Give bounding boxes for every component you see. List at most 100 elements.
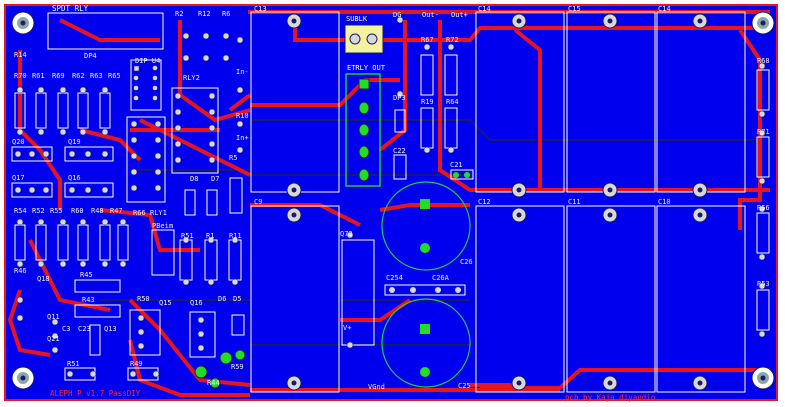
board-title: ALEPH P v1.7 PassDIY — [50, 389, 141, 398]
label-out-plus: Out+ — [451, 11, 468, 19]
label-r56: R56 — [757, 204, 770, 212]
label-r72: R72 — [446, 36, 459, 44]
c26-pad-minus — [420, 243, 430, 253]
label-r11: R11 — [229, 232, 242, 240]
label-r48: R48 — [91, 207, 104, 215]
label-c25: C25 — [458, 382, 471, 390]
c25-pad-plus — [420, 324, 430, 334]
label-r53: R53 — [757, 280, 770, 288]
small-pads — [14, 16, 766, 378]
etrly-pins — [358, 78, 370, 182]
label-r59: R59 — [231, 363, 244, 371]
label-q21: Q21 — [47, 335, 60, 343]
label-c26: C26 — [460, 258, 473, 266]
label-r12: R12 — [198, 10, 211, 18]
c25-outline — [381, 298, 471, 388]
label-out-minus: Out- — [422, 11, 439, 19]
cap-pads — [286, 13, 708, 391]
label-q15: Q15 — [159, 299, 172, 307]
label-q13: Q13 — [104, 325, 117, 333]
label-c23: C23 — [78, 325, 91, 333]
label-r2: R2 — [175, 10, 183, 18]
label-vplus: V+ — [343, 324, 351, 332]
label-q19: Q19 — [68, 138, 81, 146]
label-c11: C11 — [568, 198, 581, 206]
label-q73: Q73 — [340, 230, 353, 238]
label-d6: D6 — [218, 295, 226, 303]
label-r52: R52 — [32, 207, 45, 215]
label-r14: R14 — [14, 51, 27, 59]
label-r55: R55 — [50, 207, 63, 215]
label-r43: R43 — [82, 296, 95, 304]
label-d5: D5 — [233, 295, 241, 303]
label-r47: R47 — [110, 207, 123, 215]
label-d7: D7 — [211, 175, 219, 183]
label-r61: R61 — [32, 72, 45, 80]
label-in-plus: In+ — [236, 134, 249, 142]
label-dip-u4: DIP U4 — [135, 57, 160, 65]
label-r6: R6 — [222, 10, 230, 18]
sublk-pin — [349, 33, 361, 45]
label-r65: R65 — [108, 72, 121, 80]
c26-pad-plus — [420, 199, 430, 209]
label-d8: D8 — [190, 175, 198, 183]
label-c9: C9 — [254, 198, 262, 206]
label-etrly-out: ETRLY OUT — [347, 64, 386, 72]
label-rly1: RLY1 — [150, 209, 167, 217]
label-q16a: Q16 — [68, 174, 81, 182]
label-dp4: DP4 — [84, 52, 97, 60]
label-rly2: RLY2 — [183, 74, 200, 82]
label-r51b: R51 — [67, 360, 80, 368]
sublk-pin — [366, 33, 378, 45]
label-c10: C10 — [658, 198, 671, 206]
label-r49: R49 — [130, 360, 143, 368]
label-c14a: C14 — [478, 5, 491, 13]
label-r60: R60 — [71, 207, 84, 215]
q73-outline — [341, 239, 375, 346]
label-dp3: DP3 — [393, 94, 406, 102]
label-r50: R50 — [137, 295, 150, 303]
mounting-holes — [11, 11, 775, 390]
label-r54: R54 — [14, 207, 27, 215]
label-spdt-rly: SPDT RLY — [52, 4, 89, 13]
label-c21: C21 — [450, 161, 463, 169]
c254-c26a-outline — [384, 284, 466, 296]
bottom-traces — [100, 119, 760, 346]
spdt-relay-outline — [47, 12, 164, 50]
label-r44: R44 — [207, 379, 220, 387]
label-r19: R19 — [421, 98, 434, 106]
label-c254: C254 — [386, 274, 403, 282]
label-r71: R71 — [757, 128, 770, 136]
label-r1: R1 — [206, 232, 214, 240]
label-r70: R70 — [14, 72, 27, 80]
dip-u4-pads — [133, 65, 158, 101]
board-outline — [4, 4, 778, 401]
label-r64: R64 — [446, 98, 459, 106]
c26-outline — [381, 181, 471, 271]
label-r45: R45 — [80, 271, 93, 279]
label-r63: R63 — [90, 72, 103, 80]
board-credit: pcb by Kaja diyaudio — [565, 393, 656, 402]
label-r51: R51 — [181, 232, 194, 240]
label-r66: R66 — [133, 209, 146, 217]
label-dg: DG — [393, 11, 401, 19]
label-r67: R67 — [421, 36, 434, 44]
label-sublk: SUBLK — [346, 15, 368, 23]
label-c22: C22 — [393, 147, 406, 155]
label-q16b: Q16 — [190, 299, 203, 307]
label-c26a: C26A — [432, 274, 450, 282]
label-pbeim: PBeim — [152, 222, 173, 230]
test-pads — [194, 349, 246, 389]
label-r62: R62 — [72, 72, 85, 80]
label-c15: C15 — [568, 5, 581, 13]
label-r69: R69 — [52, 72, 65, 80]
label-q11: Q11 — [47, 313, 60, 321]
silkscreen-labels: SPDT RLY R2 R12 R6 C13 SUBLK DG Out- Out… — [12, 4, 770, 402]
label-vgnd: VGnd — [368, 383, 385, 391]
label-c3: C3 — [62, 325, 70, 333]
label-q20: Q20 — [12, 138, 25, 146]
label-r5: R5 — [229, 154, 237, 162]
label-c13: C13 — [254, 5, 267, 13]
label-c14b: C14 — [658, 5, 671, 13]
